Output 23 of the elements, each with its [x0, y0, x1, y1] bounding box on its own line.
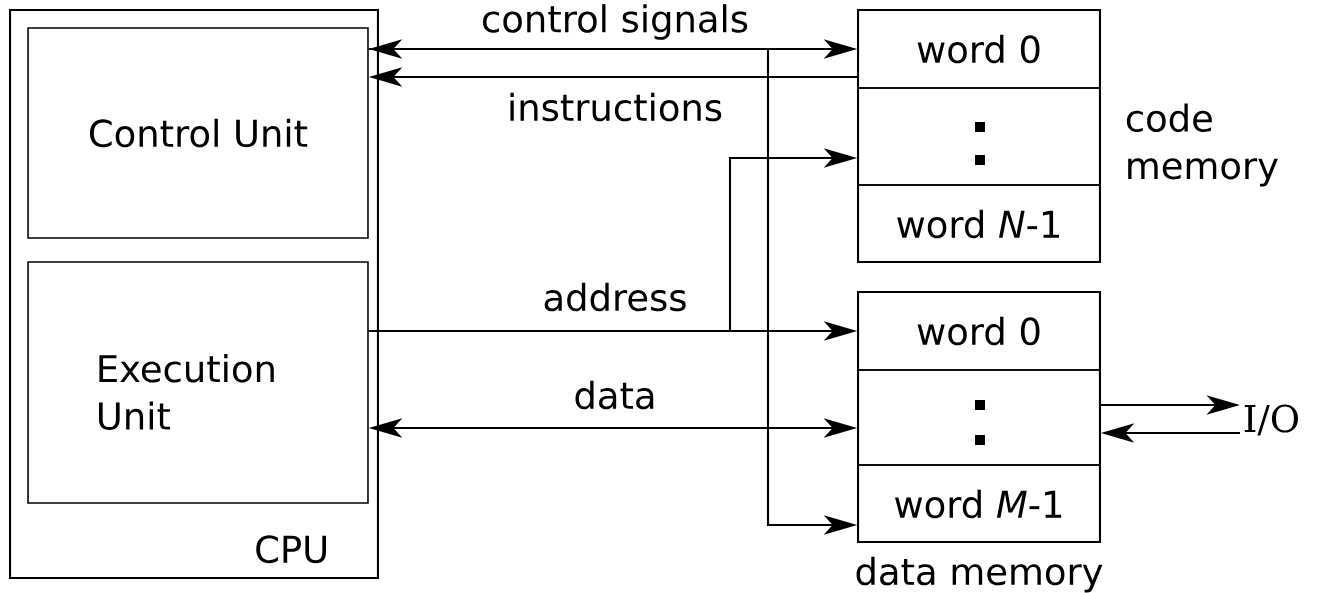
node-label: word N-1 [897, 209, 1059, 239]
node-label: CPU [256, 535, 326, 564]
node-label: Control Unit [89, 118, 308, 148]
io-label: I/O [1244, 404, 1298, 436]
node-label: word M-1 [895, 489, 1062, 519]
memory-cell [857, 184, 1101, 263]
execution-unit-box [27, 261, 369, 504]
node-label: word 0 [917, 34, 1040, 64]
edge-label: address [544, 282, 686, 312]
edge-label: data [575, 380, 654, 410]
cpu-box [9, 9, 380, 579]
memory-cell [857, 464, 1101, 543]
edge-label: instructions [510, 92, 722, 122]
memory-cell [857, 87, 1101, 186]
edge-label: control signals [483, 4, 748, 40]
node-label: word 0 [917, 316, 1040, 346]
node-label: data memory [856, 556, 1103, 593]
memory-cell [857, 369, 1101, 466]
memory-cell [857, 291, 1101, 371]
memory-cell [857, 9, 1101, 89]
node-label: Execution Unit [99, 354, 274, 430]
control-unit-box [27, 27, 369, 239]
node-label: code memory [1126, 103, 1278, 187]
